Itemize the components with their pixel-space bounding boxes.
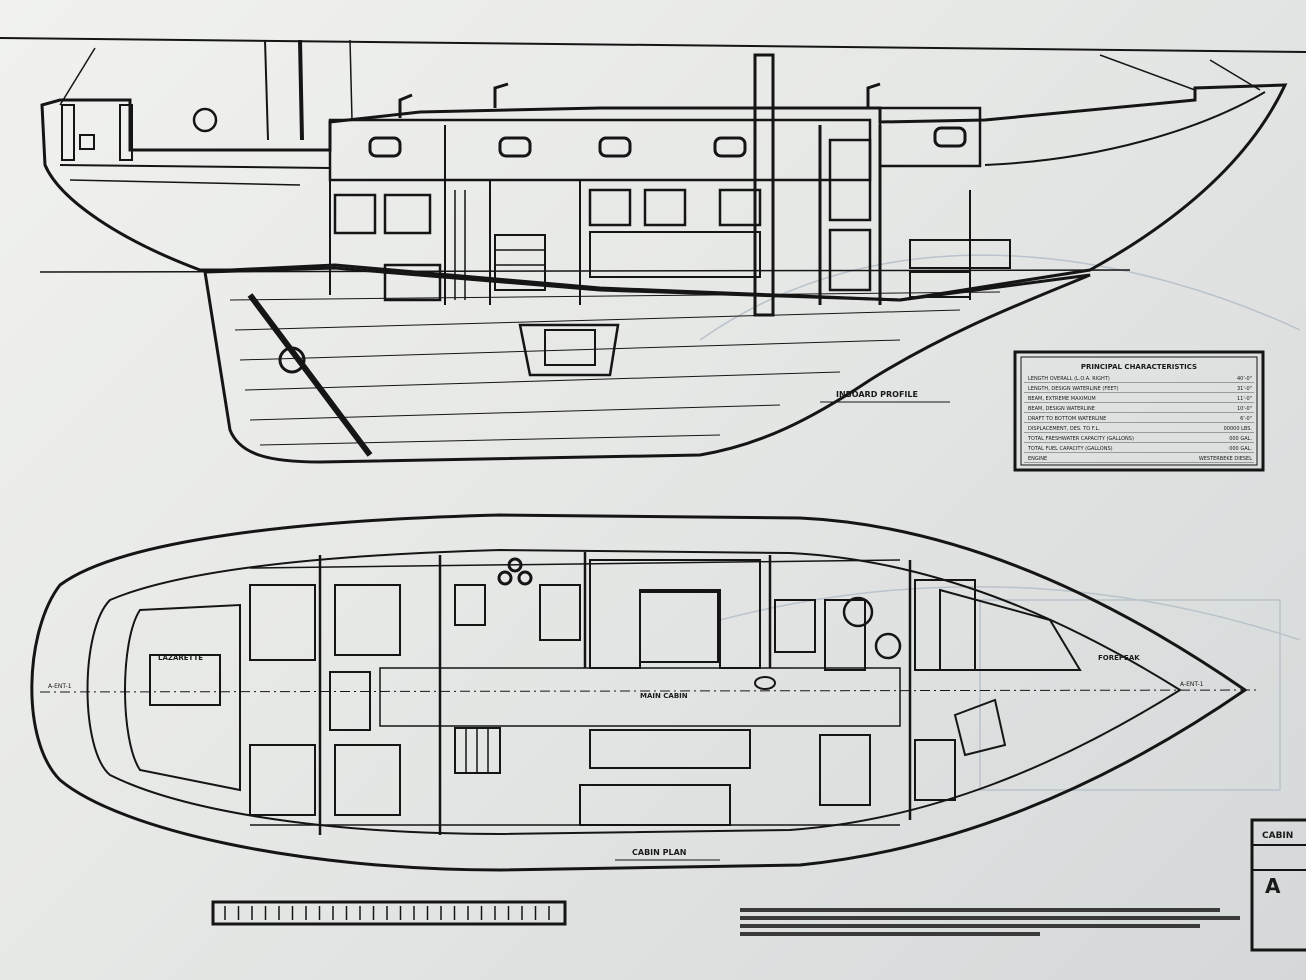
plan-label: CABIN PLAN <box>632 848 686 857</box>
main-cabin-label: MAIN CABIN <box>640 692 688 700</box>
background-lines <box>699 254 1301 791</box>
characteristic-value: 40'-0" <box>1237 376 1252 382</box>
characteristic-label: BEAM, DESIGN WATERLINE <box>1028 406 1095 412</box>
fwd-centerline-label: A-ENT-1 <box>1180 681 1204 688</box>
forepeak-label: FOREPEAK <box>1098 654 1140 662</box>
characteristic-value: 11'-0" <box>1237 396 1252 402</box>
characteristics-rows: LENGTH OVERALL (L.O.A. RIGHT) 40'-0" LENGT… <box>1024 376 1254 463</box>
characteristic-value: 31'-0" <box>1237 386 1252 392</box>
cabin-plan <box>30 513 1261 872</box>
characteristic-value: WESTERBEKE DIESEL <box>1199 456 1252 462</box>
characteristic-value: 000 GAL. <box>1229 436 1252 442</box>
title-block-header: CABIN <box>1262 831 1293 841</box>
table-title: PRINCIPAL CHARACTERISTICS <box>1081 363 1197 371</box>
characteristic-label: ENGINE <box>1028 456 1047 462</box>
lazarette-label: LAZARETTE <box>158 654 203 662</box>
title-block-name: A <box>1265 874 1281 898</box>
inboard-profile <box>39 39 1288 464</box>
characteristic-value: 10'-0" <box>1237 406 1252 412</box>
characteristic-label: DRAFT TO BOTTOM WATERLINE <box>1028 416 1106 422</box>
scale-bar <box>211 900 567 926</box>
characteristic-label: BEAM, EXTREME MAXIMUM <box>1028 396 1096 402</box>
characteristic-label: TOTAL FRESHWATER CAPACITY (GALLONS) <box>1027 436 1134 442</box>
characteristics-table: PRINCIPAL CHARACTERISTICS LENGTH OVERALL… <box>1013 350 1265 472</box>
profile-label: INBOARD PROFILE <box>836 390 918 399</box>
aft-centerline-label: A-ENT-1 <box>48 683 72 690</box>
characteristic-label: LENGTH, DESIGN WATERLINE (FEET) <box>1028 386 1119 392</box>
characteristic-value: 000 GAL. <box>1229 446 1252 452</box>
title-block: CABIN A <box>1250 818 1306 952</box>
border-line <box>0 37 1306 53</box>
characteristic-value: 6'-0" <box>1240 416 1252 422</box>
characteristic-value: 00000 LBS. <box>1224 426 1253 432</box>
characteristic-label: LENGTH OVERALL (L.O.A. RIGHT) <box>1028 376 1110 382</box>
notes-block <box>740 908 1240 936</box>
characteristic-label: TOTAL FUEL CAPACITY (GALLONS) <box>1027 446 1113 452</box>
characteristic-label: DISPLACEMENT, DES. TO F.L. <box>1028 426 1100 432</box>
